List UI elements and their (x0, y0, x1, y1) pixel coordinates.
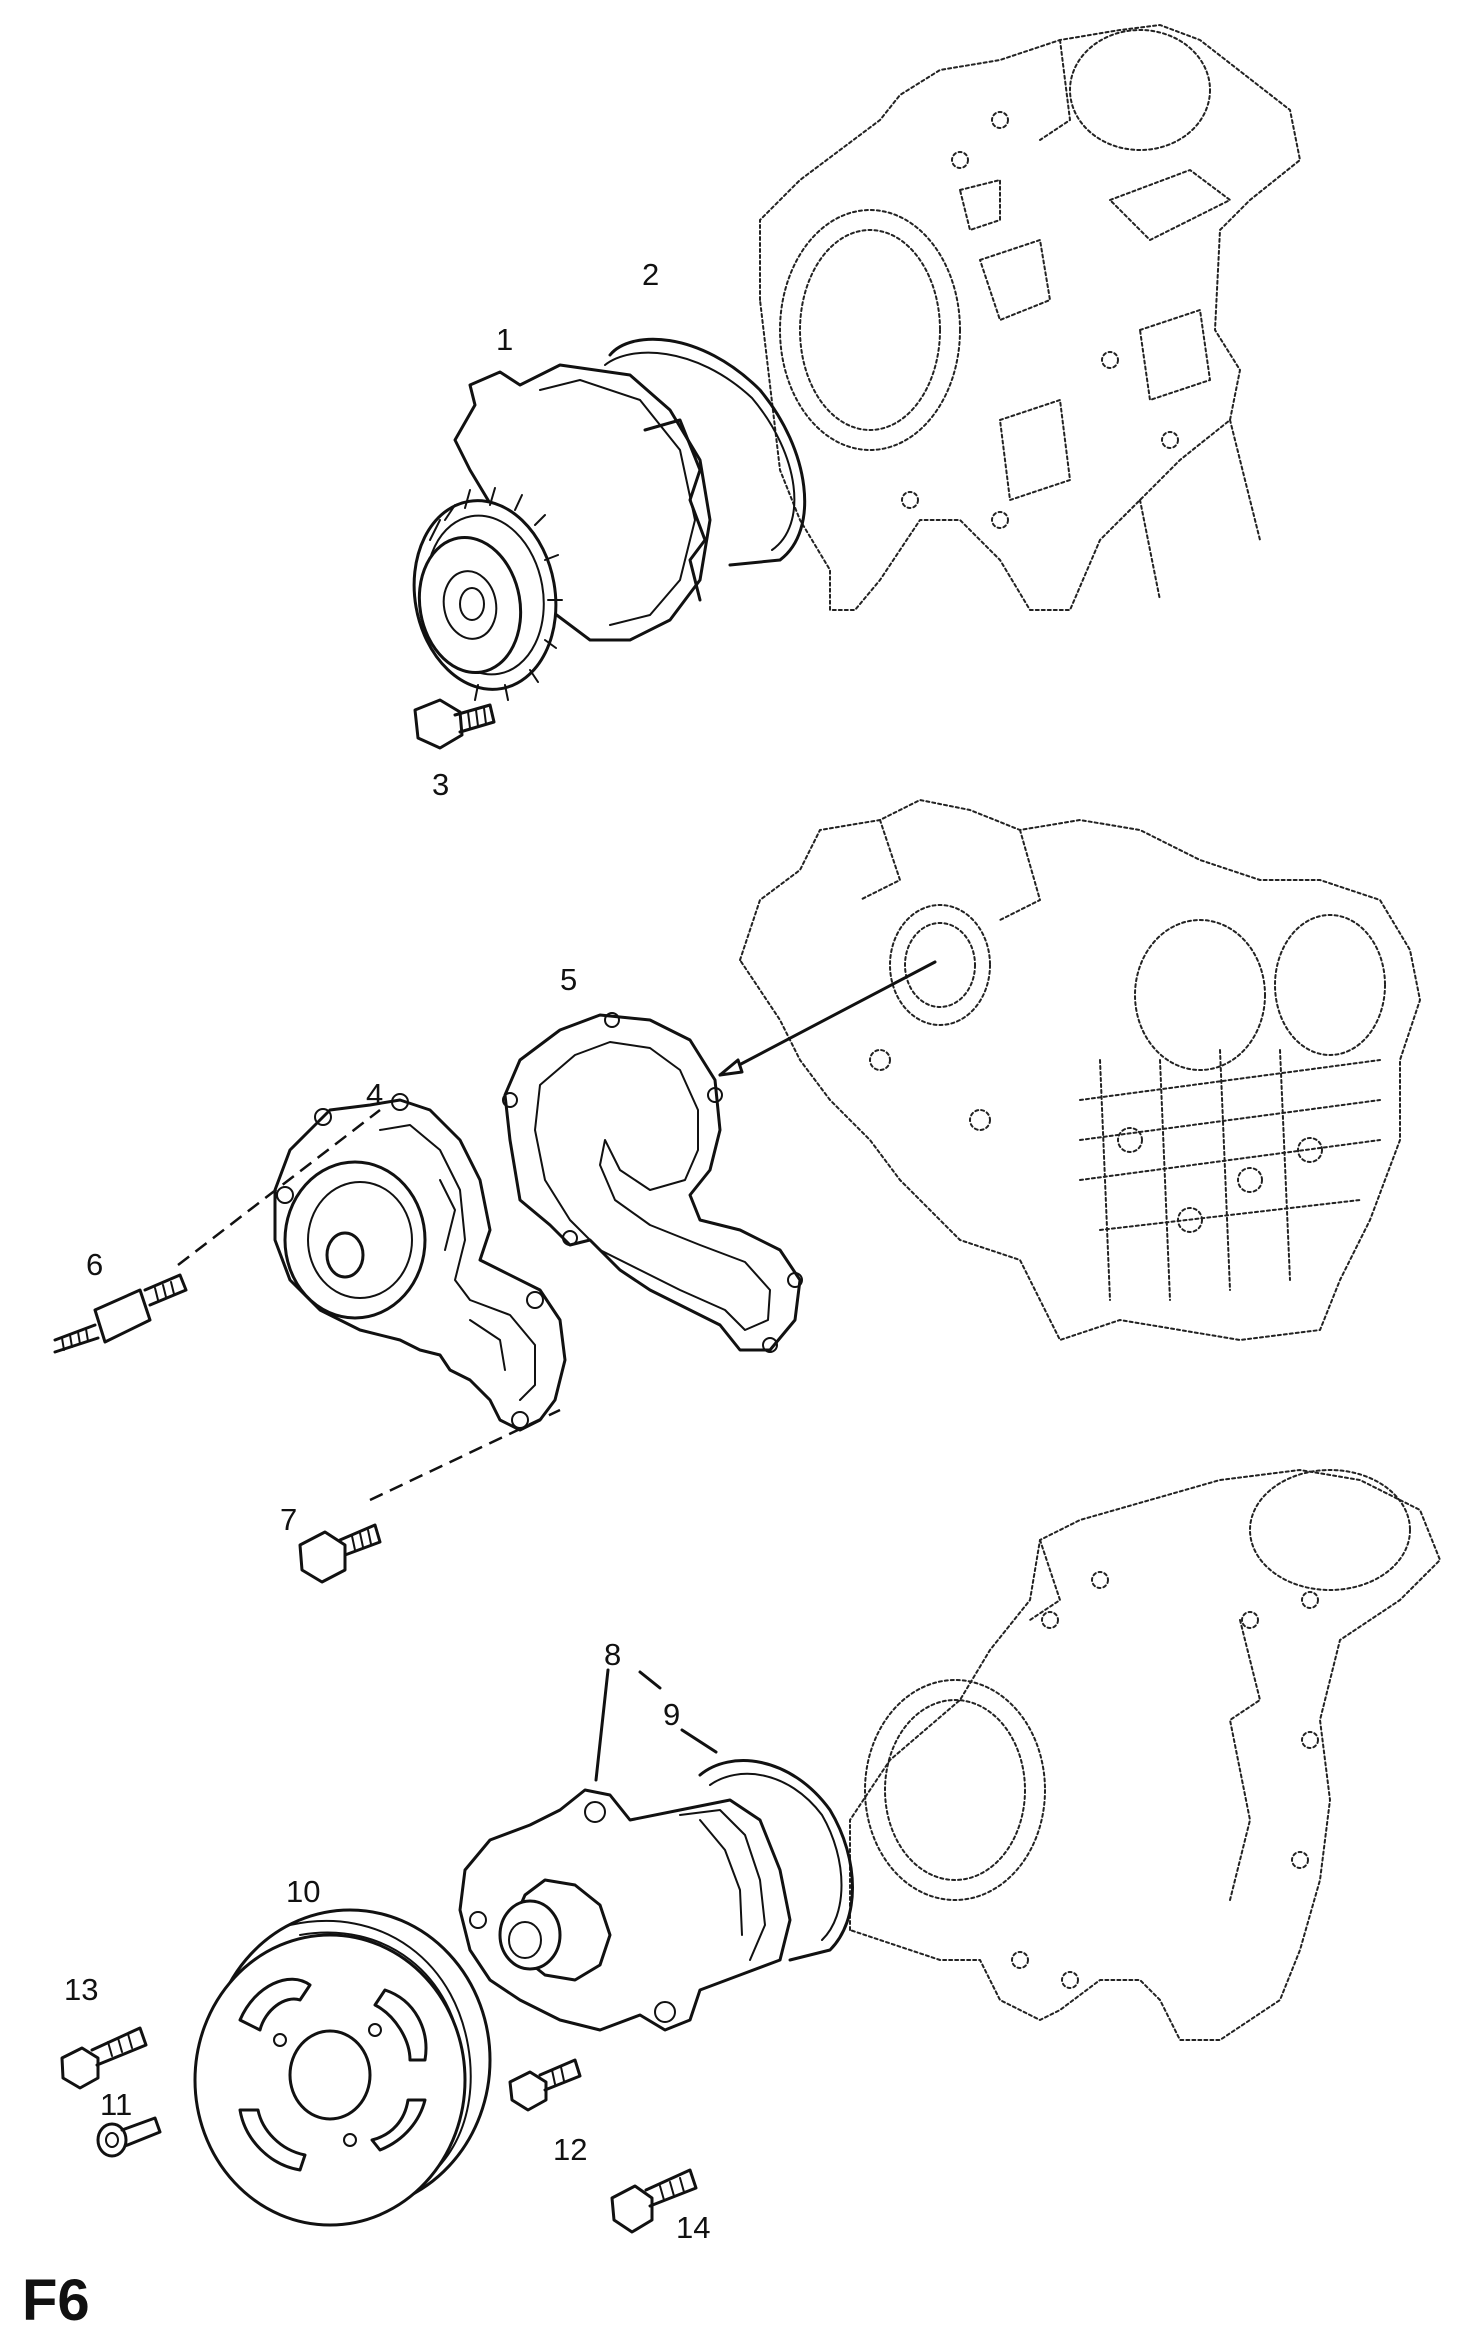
bolt-7 (298, 1523, 382, 1584)
o-ring-9 (698, 1759, 854, 1962)
engine-block-bottom (849, 1469, 1441, 2041)
leader-8 (594, 1668, 610, 1782)
callout-9: 9 (663, 1697, 680, 1732)
figure-label: F6 (22, 2268, 90, 2333)
leader-9 (638, 1670, 718, 1754)
callout-11: 11 (100, 2087, 132, 2122)
callout-5: 5 (560, 962, 577, 997)
callout-12: 12 (553, 2132, 587, 2167)
water-pump-8 (458, 1788, 792, 2032)
callout-1: 1 (496, 322, 513, 357)
callout-8: 8 (604, 1637, 621, 1672)
callout-4: 4 (366, 1077, 383, 1112)
water-pump-1 (412, 363, 712, 701)
bolt-12 (508, 2058, 582, 2112)
water-pump-4 (273, 1093, 567, 1432)
engine-block-top (759, 24, 1301, 611)
callout-6: 6 (86, 1247, 103, 1282)
alignment-arrow-line (718, 960, 937, 1077)
engine-block-middle (739, 799, 1421, 1341)
gasket-ring-2 (604, 337, 807, 567)
callout-3: 3 (432, 767, 449, 802)
callout-14: 14 (676, 2210, 710, 2245)
gasket-5 (502, 1012, 803, 1353)
bolt-3 (413, 698, 496, 750)
dashed-line-7 (369, 1408, 561, 1502)
callout-10: 10 (286, 1874, 320, 1909)
alignment-arrowhead (718, 1058, 744, 1077)
callout-2: 2 (642, 257, 659, 292)
pulley-10 (193, 1908, 492, 2227)
callout-13: 13 (64, 1972, 98, 2007)
screw-11 (96, 2116, 162, 2158)
bolt-14 (610, 2168, 698, 2234)
stud-6 (53, 1273, 188, 1354)
callout-7: 7 (280, 1502, 297, 1537)
bolt-13 (60, 2026, 148, 2090)
